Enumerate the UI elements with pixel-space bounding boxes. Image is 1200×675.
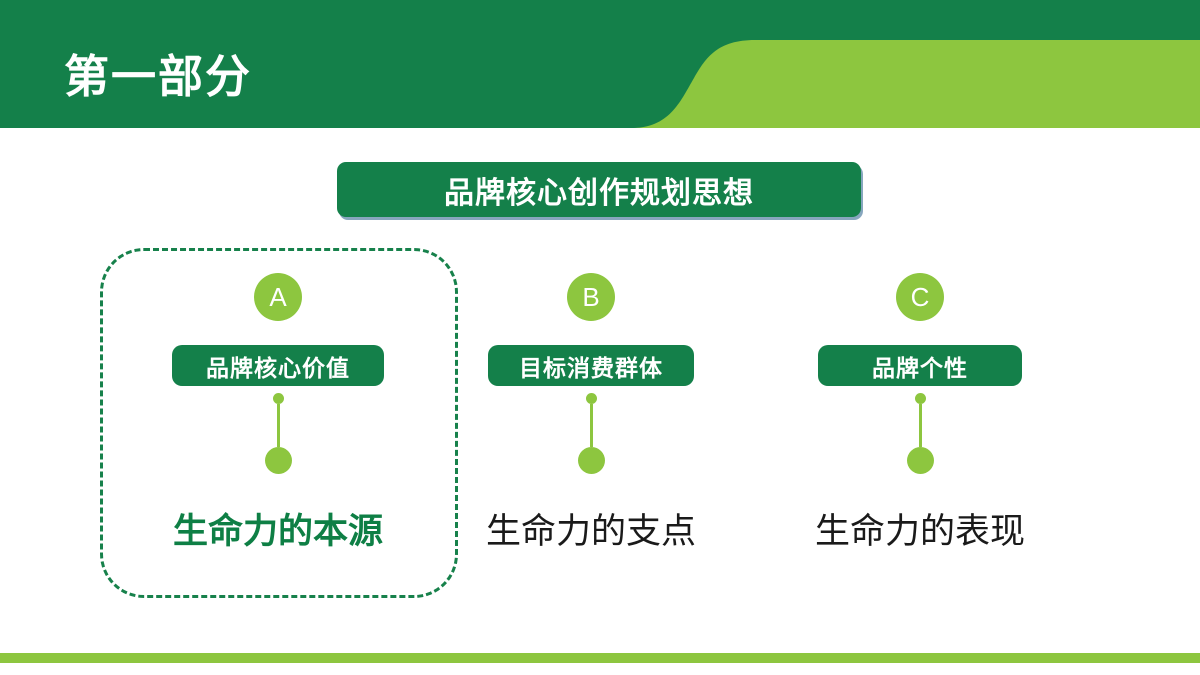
connector-dot-small xyxy=(585,393,597,404)
connector-dot-big xyxy=(577,447,605,474)
connector xyxy=(577,393,605,474)
caption-text: 生命力的支点 xyxy=(485,512,696,551)
pill-label: 品牌个性 xyxy=(872,354,968,381)
pill-label: 品牌核心价值 xyxy=(206,354,350,381)
badge-circle-b: B xyxy=(567,273,615,321)
slide-title-box: 品牌核心创作规划思想 xyxy=(337,162,861,217)
badge-circle-a: A xyxy=(254,273,302,321)
connector-stem xyxy=(276,404,280,447)
badge-letter: A xyxy=(269,281,287,312)
header-banner: 第一部分 xyxy=(0,0,1200,128)
pill-brand-core-value: 品牌核心价值 xyxy=(172,345,384,386)
column-brand-core-value: A 品牌核心价值 生命力的本源 xyxy=(118,273,438,554)
badge-letter: C xyxy=(910,281,930,312)
pill-label: 目标消费群体 xyxy=(519,354,663,381)
slide-title-text: 品牌核心创作规划思想 xyxy=(444,176,754,210)
connector-stem xyxy=(589,404,593,447)
banner-curve-shape xyxy=(632,40,1200,128)
caption-text: 生命力的本源 xyxy=(172,512,383,551)
connector xyxy=(906,393,934,474)
connector-dot-big xyxy=(264,447,292,474)
badge-circle-c: C xyxy=(896,273,944,321)
connector-dot-small xyxy=(914,393,926,404)
highlight-frame xyxy=(100,248,458,598)
column-brand-personality: C 品牌个性 生命力的表现 xyxy=(760,273,1080,554)
connector-stem xyxy=(918,404,922,447)
connector-dot-big xyxy=(906,447,934,474)
pill-target-consumers: 目标消费群体 xyxy=(488,345,694,386)
caption-text: 生命力的表现 xyxy=(814,512,1025,551)
section-title: 第一部分 xyxy=(64,51,253,102)
column-target-consumers: B 目标消费群体 生命力的支点 xyxy=(431,273,751,554)
footer-strip xyxy=(0,653,1200,663)
pill-brand-personality: 品牌个性 xyxy=(818,345,1022,386)
badge-letter: B xyxy=(582,281,600,312)
connector xyxy=(264,393,292,474)
connector-dot-small xyxy=(272,393,284,404)
